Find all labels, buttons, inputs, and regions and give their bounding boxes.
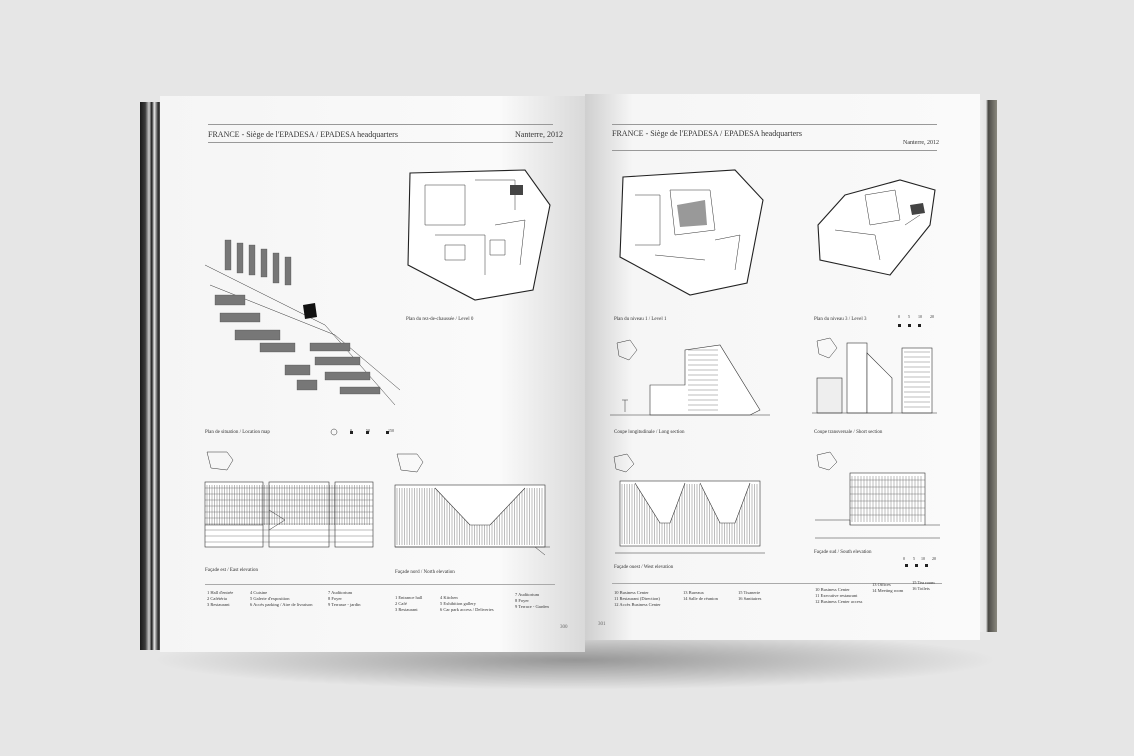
legend-item: 14 Meeting room [872,588,904,593]
right-legend-col2: 13 Bureaux 14 Salle de réunion [683,590,718,602]
right-header-rule-bottom [612,150,937,151]
elevation-scale-20: 20 [932,556,936,561]
location-map-caption: Plan de situation / Location map [205,430,270,435]
elevation-scale-5: 5 [913,556,915,561]
legend-item: 15 Tisanerie [738,590,761,595]
left-page-number: 300 [560,625,568,630]
west-elevation-caption: Façade ouest / West elevation [614,565,674,570]
legend-item: 13 Offices [872,582,891,587]
legend-item: 6 Accès parking / Aire de livraison [250,602,313,607]
legend-item: 2 Café [395,601,407,606]
elevation-scale-10: 10 [921,556,925,561]
legend-item: 2 Cafétéria [207,596,227,601]
right-legend-rule [612,583,942,584]
right-page-number: 301 [598,622,606,627]
legend-item: 1 Hall d'entrée [207,590,234,595]
right-legend-col1: 10 Business Center 11 Restaurant (Direct… [614,590,661,608]
legend-item: 6 Car park access / Deliveries [440,607,494,612]
legend-item: 3 Restaurant [395,607,418,612]
right-legend-col5: 13 Offices 14 Meeting room [872,582,903,594]
right-legend-col4: 10 Business Center 11 Executive restaura… [815,587,862,605]
west-key-plan [613,453,635,473]
legend-item: 4 Kitchen [440,595,458,600]
south-key-plan [816,451,838,471]
right-header-place: Nanterre, 2012 [903,140,939,146]
plan-scale-10: 10 [918,314,922,319]
west-elevation-drawing [615,480,765,554]
plan-scale-bar [898,324,921,327]
left-legend-col3: 7 Auditorium 8 Foyer 9 Terrasse - jardin [328,590,360,608]
left-legend-col1: 1 Hall d'entrée 2 Cafétéria 3 Restaurant [207,590,233,608]
ground-floor-caption: Plan du rez-de-chaussée / Level 0 [406,317,474,322]
east-key-plan [206,451,234,471]
long-section-caption: Coupe longitudinale / Long section [614,430,685,435]
south-elevation-drawing [815,472,940,539]
legend-item: 8 Foyer [328,596,342,601]
legend-item: 12 Accès Business Center [614,602,661,607]
right-legend-col6: 15 Tea room 16 Toilets [912,580,935,592]
left-legend-rule [205,584,555,585]
location-scale-bar [330,428,389,436]
plan-scale-5: 5 [908,314,910,319]
left-header-rule-bottom [208,142,553,143]
elevation-scale-0: 0 [903,556,905,561]
left-header-title: FRANCE - Siège de l'EPADESA / EPADESA he… [208,130,398,139]
short-section-drawing [812,342,937,414]
legend-item: 13 Bureaux [683,590,704,595]
north-elevation-caption: Façade nord / North elevation [395,570,455,575]
south-elevation-caption: Façade sud / South elevation [814,550,872,555]
location-scale-50: 50 [366,428,370,433]
north-elevation-drawing [394,484,550,556]
left-legend-col2: 4 Cuisine 5 Galerie d'exposition 6 Accès… [250,590,312,608]
right-header-title: FRANCE - Siège de l'EPADESA / EPADESA he… [612,129,802,138]
right-header-rule-top [612,124,937,125]
legend-item: 9 Terrasse - jardin [328,602,361,607]
left-legend-col4: 1 Entrance hall 2 Café 3 Restaurant [395,595,422,613]
legend-item: 4 Cuisine [250,590,268,595]
left-header-rule-top [208,124,553,125]
legend-item: 5 Galerie d'exposition [250,596,290,601]
plan-scale-20: 20 [930,314,934,319]
level-3-plan [817,179,936,276]
legend-item: 8 Foyer [515,598,529,603]
legend-item: 15 Tea room [912,580,935,585]
level-1-plan [619,169,764,296]
legend-item: 1 Entrance hall [395,595,423,600]
long-section-drawing [610,344,770,416]
legend-item: 16 Sanitaires [738,596,762,601]
legend-item: 11 Executive restaurant [815,593,858,598]
location-scale-0: 0 [350,428,352,433]
level-1-caption: Plan du niveau 1 / Level 1 [614,317,667,322]
legend-item: 10 Business Center [614,590,649,595]
legend-item: 3 Restaurant [207,602,230,607]
legend-item: 14 Salle de réunion [683,596,718,601]
legend-item: 9 Terrace - Garden [515,604,549,609]
location-map-drawing [204,239,401,406]
elevation-scale-bar [905,564,928,567]
left-header-place: Nanterre, 2012 [515,130,563,139]
legend-item: 7 Auditorium [515,592,540,597]
legend-item: 10 Business Center [815,587,850,592]
long-section-key-plan [616,339,638,361]
short-section-caption: Coupe transversale / Short section [814,430,883,435]
legend-item: 11 Restaurant (Direction) [614,596,660,601]
north-key-plan [396,453,424,473]
short-section-key-plan [816,337,838,359]
east-elevation-drawing [204,481,374,548]
legend-item: 16 Toilets [912,586,930,591]
location-scale-150: 150 [388,428,394,433]
ground-floor-plan [407,169,551,301]
legend-item: 12 Business Center access [815,599,863,604]
east-elevation-caption: Façade est / East elevation [205,568,259,573]
legend-item: 7 Auditorium [328,590,353,595]
legend-item: 5 Exhibition gallery [440,601,476,606]
book-page-edges-right [975,100,997,632]
left-legend-col5: 4 Kitchen 5 Exhibition gallery 6 Car par… [440,595,494,613]
left-legend-col6: 7 Auditorium 8 Foyer 9 Terrace - Garden [515,592,549,610]
plan-scale-0: 0 [898,314,900,319]
right-legend-col3: 15 Tisanerie 16 Sanitaires [738,590,761,602]
level-3-caption: Plan du niveau 3 / Level 3 [814,317,867,322]
